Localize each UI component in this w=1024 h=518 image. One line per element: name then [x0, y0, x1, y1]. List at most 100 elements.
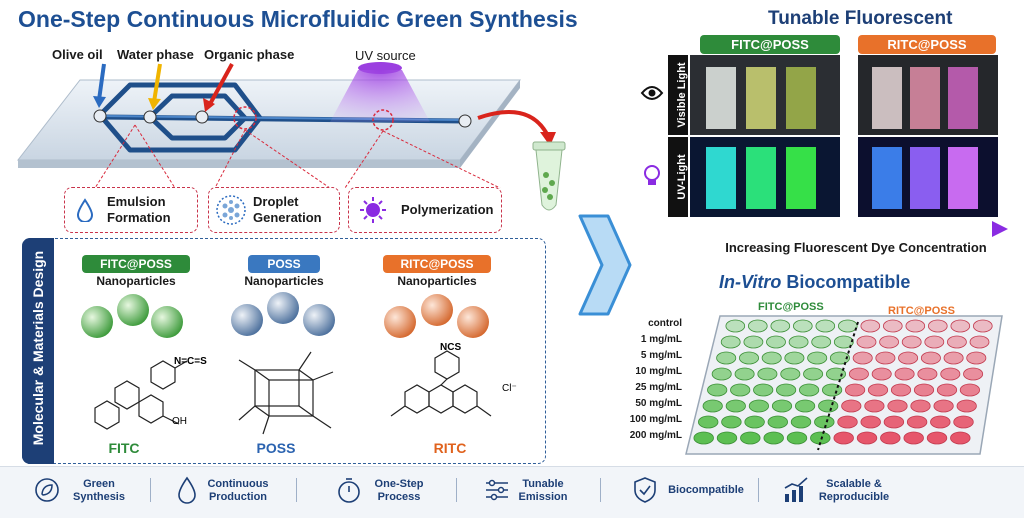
well-ritc — [906, 415, 928, 429]
footer-separator — [600, 478, 601, 502]
well-fitc — [711, 367, 732, 381]
well-ritc — [901, 335, 922, 349]
fluor-fitc-tag: FITC@POSS — [700, 35, 840, 54]
well-ritc — [913, 383, 935, 397]
well-fitc — [725, 319, 746, 333]
well-fitc — [771, 399, 793, 413]
well-fitc — [838, 319, 858, 333]
well-ritc — [969, 335, 990, 349]
well-fitc — [788, 335, 809, 349]
step-polymerization-text: Polymerization — [401, 202, 494, 217]
conc-label: 25 mg/mL — [635, 382, 682, 393]
fluorescent-title: Tunable Fluorescent — [768, 8, 953, 29]
drop-icon — [178, 476, 196, 504]
well-ritc — [880, 431, 901, 445]
well-ritc — [905, 319, 926, 333]
well-ritc — [841, 399, 862, 413]
well-ritc — [926, 431, 948, 445]
well-fitc — [743, 335, 764, 349]
well-ritc — [930, 415, 951, 429]
well-ritc — [927, 319, 948, 333]
footer-biocompatible: Biocompatible — [668, 484, 744, 496]
process-chevron-icon — [578, 214, 632, 316]
well-ritc — [856, 431, 878, 445]
well-fitc — [716, 351, 737, 365]
page-title: One-Step Continuous Microfluidic Green S… — [18, 6, 578, 32]
well-fitc — [693, 431, 714, 445]
droplets-circle-icon — [216, 195, 246, 225]
fluor-ritc-tag: RITC@POSS — [858, 35, 996, 54]
organic-arrow — [203, 98, 215, 112]
well-ritc — [924, 335, 945, 349]
well-ritc — [936, 383, 958, 397]
visible-light-label: Visible Light — [676, 62, 688, 128]
well-ritc — [890, 383, 912, 397]
uv-beam — [330, 70, 430, 122]
well-ritc — [950, 431, 971, 445]
well-ritc — [867, 383, 889, 397]
olive-oil-arrow — [93, 96, 106, 108]
conc-label: 10 mg/mL — [635, 366, 682, 377]
well-fitc — [716, 431, 738, 445]
well-fitc — [730, 383, 751, 397]
well-ritc — [837, 415, 858, 429]
lightbulb-icon — [644, 165, 660, 185]
water-arrow — [148, 98, 161, 110]
ritc-nanoparticles — [384, 294, 489, 338]
well-fitc — [725, 399, 746, 413]
well-ritc — [833, 431, 854, 445]
fitc-nanoparticles — [81, 294, 183, 338]
well-fitc — [720, 335, 741, 349]
well-fitc — [757, 367, 778, 381]
footer-separator — [150, 478, 151, 502]
well-ritc — [860, 415, 881, 429]
fitc-oh-label: OH — [172, 416, 187, 427]
well-ritc — [920, 351, 941, 365]
well-fitc — [702, 399, 723, 413]
output-arrow — [540, 132, 556, 146]
well-fitc — [793, 319, 813, 333]
inlet-water — [143, 110, 157, 124]
well-fitc — [721, 415, 742, 429]
biocompat-title: In-Vitro Biocompatible — [719, 272, 911, 292]
well-fitc — [753, 383, 774, 397]
well-fitc — [707, 383, 728, 397]
well-ritc — [852, 351, 873, 365]
cuvette-photo-grid — [640, 55, 998, 217]
well-ritc — [883, 415, 905, 429]
well-fitc — [811, 335, 832, 349]
well-ritc — [963, 367, 984, 381]
well-ritc — [848, 367, 869, 381]
fitc-name: FITC — [108, 440, 140, 456]
gradient-arrow-head — [992, 221, 1008, 237]
well-fitc — [780, 367, 801, 381]
eye-icon — [640, 86, 664, 100]
well-fitc — [829, 351, 850, 365]
ritc-cl-label: Cl⁻ — [502, 383, 517, 394]
well-fitc — [744, 415, 765, 429]
poss-np-label: Nanoparticles — [244, 274, 324, 288]
well-fitc — [748, 399, 770, 413]
footer-bar — [0, 466, 1024, 518]
well-ritc — [887, 399, 908, 413]
conc-label: 100 mg/mL — [629, 414, 682, 425]
well-ritc — [910, 399, 931, 413]
ritc-poss-tag: RITC@POSS — [383, 255, 491, 273]
inlet-organic — [195, 110, 209, 124]
well-fitc — [803, 367, 824, 381]
well-ritc — [943, 351, 964, 365]
well-fitc — [786, 431, 808, 445]
well-ritc — [950, 319, 971, 333]
droplet-icon — [76, 198, 94, 222]
fitc-np-label: Nanoparticles — [96, 274, 176, 288]
well-fitc — [825, 367, 846, 381]
footer-separator — [758, 478, 759, 502]
well-fitc — [833, 335, 854, 349]
poss-nanoparticles — [231, 292, 335, 336]
plate-divider — [817, 321, 859, 451]
